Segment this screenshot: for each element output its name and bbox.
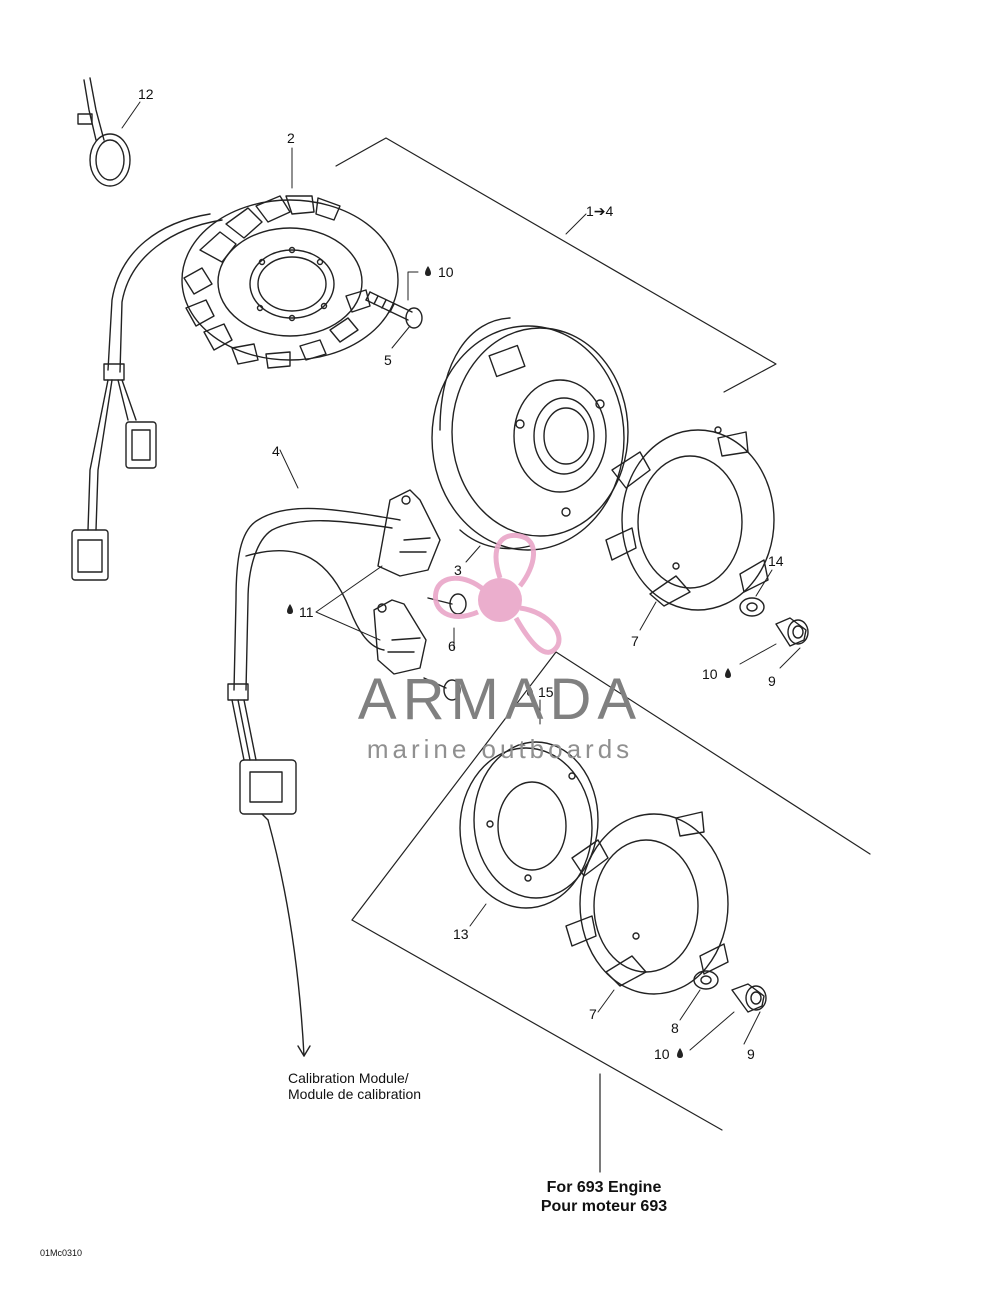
bolt-lower-part [731, 983, 767, 1013]
engine-note-line1: For 693 Engine [546, 1179, 662, 1196]
cable-tie-part [77, 77, 131, 187]
callout-3: 3 [454, 562, 462, 578]
calibration-note-line2: Module de calibration [288, 1086, 422, 1102]
stator-part [181, 195, 399, 369]
threadlocker-drop-icons [287, 266, 731, 1058]
callout-2: 2 [287, 130, 295, 146]
callout-7-lower: 7 [589, 1006, 597, 1022]
stator-wire-harness [71, 213, 223, 581]
callout-12: 12 [138, 86, 154, 102]
callout-8: 8 [671, 1020, 679, 1036]
callout-15: 15 [538, 684, 554, 700]
watermark-propeller-logo [432, 532, 562, 655]
callout-4: 4 [272, 443, 280, 459]
callout-10-lower: 10 [654, 1046, 670, 1062]
bolt-upper-part [775, 617, 809, 647]
trigger-coil-harness [227, 489, 467, 1057]
calibration-note-line1: Calibration Module/ [288, 1070, 409, 1086]
callout-5: 5 [384, 352, 392, 368]
callout-6: 6 [448, 638, 456, 654]
assembly-bracket-lines [335, 137, 871, 1173]
washer-lower-part [693, 970, 719, 990]
trigger-wheel-lower-part [565, 811, 729, 995]
callout-10-middle: 10 [702, 666, 718, 682]
callout-13: 13 [453, 926, 469, 942]
callout-14: 14 [768, 553, 784, 569]
watermark-subtitle: marine outboards [366, 734, 634, 764]
trigger-wheel-upper-part [605, 426, 775, 611]
callout-11: 11 [299, 604, 314, 620]
stator-screw-part [365, 291, 423, 329]
callout-1-to-4: 1➔4 [586, 203, 614, 219]
watermark-title: ARMADA [357, 667, 643, 732]
washer-part [739, 597, 765, 617]
rotor-part [431, 317, 629, 551]
callout-7-upper: 7 [631, 633, 639, 649]
callout-9-lower: 9 [747, 1046, 755, 1062]
callout-9-upper: 9 [768, 673, 776, 689]
engine-note-line2: Pour moteur 693 [540, 1198, 668, 1215]
callout-10-upper: 10 [438, 264, 454, 280]
spacer-ring-part [459, 741, 599, 909]
callout-leaders [121, 101, 801, 1051]
figure-code: 01Mc0310 [40, 1248, 83, 1258]
